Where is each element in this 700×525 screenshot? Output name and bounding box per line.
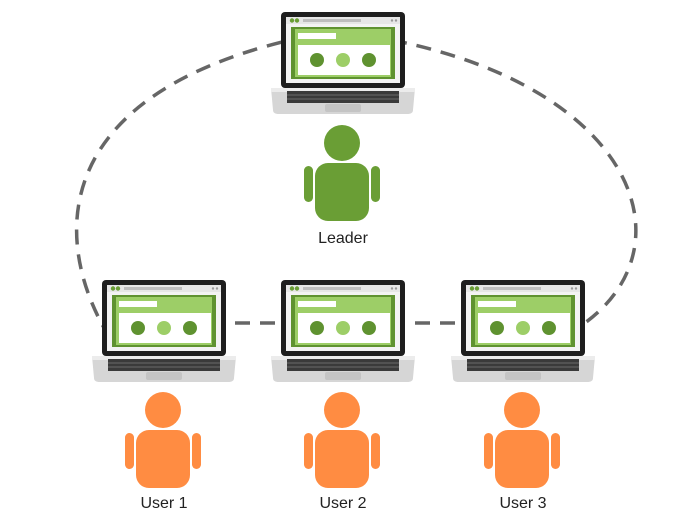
user-3-person-icon xyxy=(484,392,560,488)
user-1-person-icon xyxy=(125,392,201,488)
user-3-label: User 3 xyxy=(499,495,547,512)
user-2-laptop-icon xyxy=(270,279,416,383)
user-2-label: User 2 xyxy=(319,495,367,512)
user-1-label: User 1 xyxy=(140,495,188,512)
user-1-node xyxy=(91,279,237,488)
user-2-node xyxy=(270,279,416,488)
user-1-laptop-icon xyxy=(91,279,237,383)
user-2-person-icon xyxy=(304,392,380,488)
leader-label: Leader xyxy=(318,230,368,247)
user-3-laptop-icon xyxy=(450,279,596,383)
leader-person-icon xyxy=(304,125,380,221)
connector-user1-leader xyxy=(74,38,291,339)
user-3-node xyxy=(450,279,596,488)
leader-node xyxy=(270,11,416,221)
leader-laptop-icon xyxy=(270,11,416,115)
